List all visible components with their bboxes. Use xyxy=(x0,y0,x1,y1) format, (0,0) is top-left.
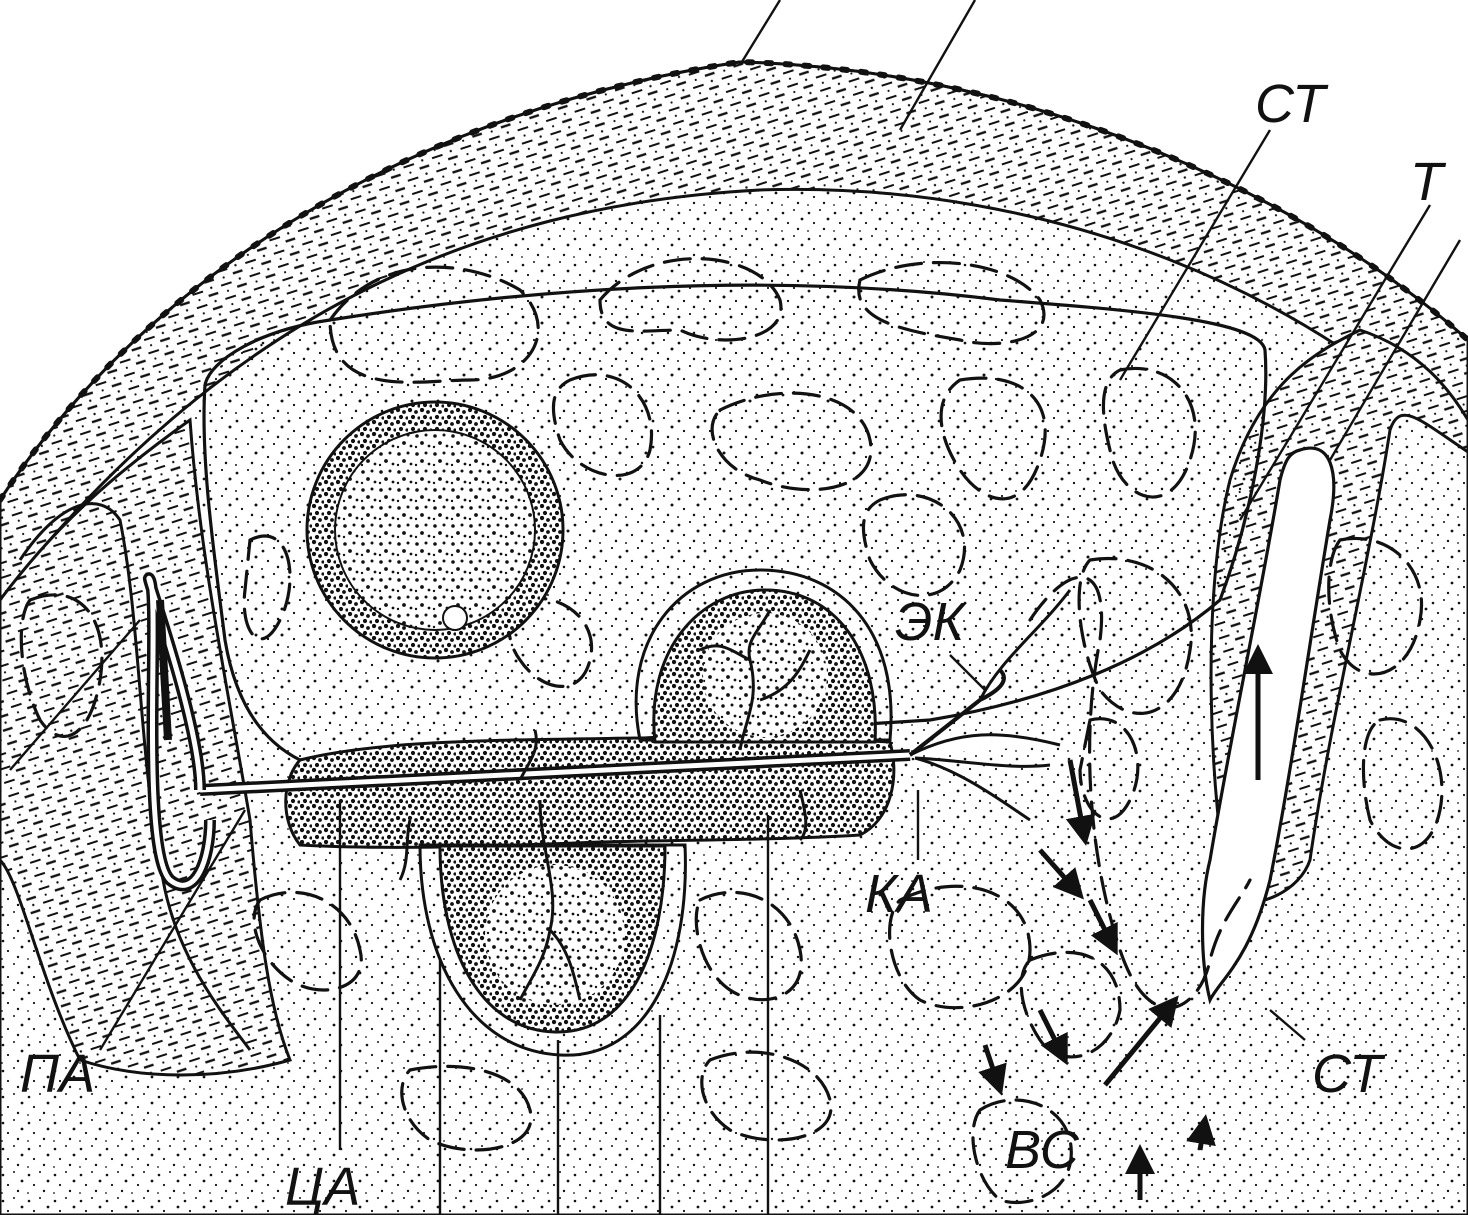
label-tsa: ЦА xyxy=(285,1157,360,1215)
label-st-top: СТ xyxy=(1255,74,1329,134)
label-ek: ЭК xyxy=(895,592,967,652)
label-vs: ВС xyxy=(1005,1120,1080,1180)
label-pa: ПА xyxy=(20,1044,95,1104)
label-st-bottom: СТ xyxy=(1312,1044,1386,1104)
germinal-center-large xyxy=(335,430,535,630)
germinal-center-right xyxy=(703,613,827,737)
label-t: Т xyxy=(1410,152,1447,212)
periarterial-sheath xyxy=(286,737,894,847)
label-ka: КА xyxy=(865,864,933,924)
